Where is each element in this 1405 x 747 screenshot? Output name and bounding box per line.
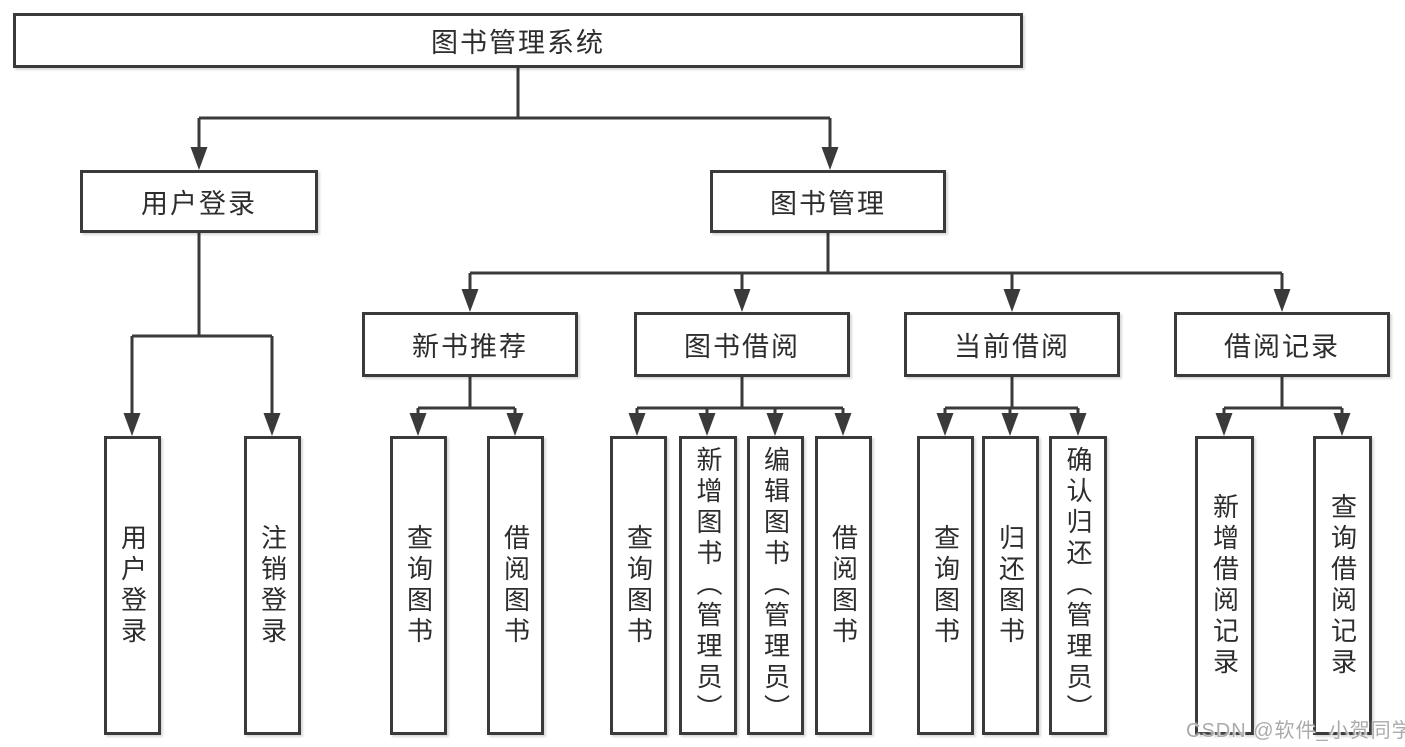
leaf-label: 查询图书: [930, 523, 961, 648]
leaf-add-books-admin: 新增图书（管理员）: [679, 436, 737, 735]
leaf-label: 查询图书: [403, 523, 434, 648]
leaf-logout: 注销登录: [244, 436, 301, 735]
node-borrowing-records: 借阅记录: [1174, 312, 1390, 377]
leaf-user-login: 用户登录: [104, 436, 161, 735]
node-label: 图书管理: [770, 189, 886, 219]
node-label: 用户登录: [141, 189, 257, 219]
leaf-label: 编辑图书（管理员）: [760, 446, 791, 725]
leaf-label: 确认归还（管理员）: [1063, 446, 1093, 725]
leaf-edit-books-admin: 编辑图书（管理员）: [747, 436, 804, 735]
leaf-label: 借阅图书: [828, 523, 859, 648]
leaf-return-books: 归还图书: [982, 436, 1039, 735]
node-new-book-recommend: 新书推荐: [362, 312, 578, 377]
node-label: 图书管理系统: [431, 28, 605, 58]
node-label: 当前借阅: [954, 332, 1070, 362]
node-library-management-system: 图书管理系统: [13, 13, 1023, 68]
leaf-query-books-borrowing: 查询图书: [610, 436, 667, 735]
leaf-label: 新增借阅记录: [1209, 492, 1240, 679]
leaf-label: 查询借阅记录: [1327, 492, 1358, 679]
node-user-login: 用户登录: [80, 170, 318, 233]
csdn-watermark: CSDN @软件_小贺同学: [1186, 720, 1405, 742]
leaf-borrow-books: 借阅图书: [815, 436, 872, 735]
leaf-label: 借阅图书: [500, 523, 531, 648]
leaf-confirm-return-admin: 确认归还（管理员）: [1049, 436, 1107, 735]
leaf-borrow-books-recommend: 借阅图书: [487, 436, 544, 735]
leaf-label: 归还图书: [995, 523, 1026, 648]
node-label: 借阅记录: [1224, 332, 1340, 362]
node-label: 新书推荐: [412, 332, 528, 362]
node-book-borrowing: 图书借阅: [634, 312, 850, 377]
leaf-query-books-recommend: 查询图书: [390, 436, 447, 735]
arrowheads: [123, 147, 1351, 436]
leaf-label: 新增图书（管理员）: [693, 446, 723, 725]
leaf-add-borrow-record: 新增借阅记录: [1195, 436, 1254, 735]
leaf-label: 查询图书: [623, 523, 654, 648]
leaf-query-borrow-record: 查询借阅记录: [1313, 436, 1372, 735]
node-book-management: 图书管理: [710, 170, 946, 233]
node-label: 图书借阅: [684, 332, 800, 362]
leaf-query-books-current: 查询图书: [917, 436, 974, 735]
node-current-borrowing: 当前借阅: [904, 312, 1120, 377]
leaf-label: 用户登录: [117, 523, 148, 648]
leaf-label: 注销登录: [257, 523, 288, 648]
